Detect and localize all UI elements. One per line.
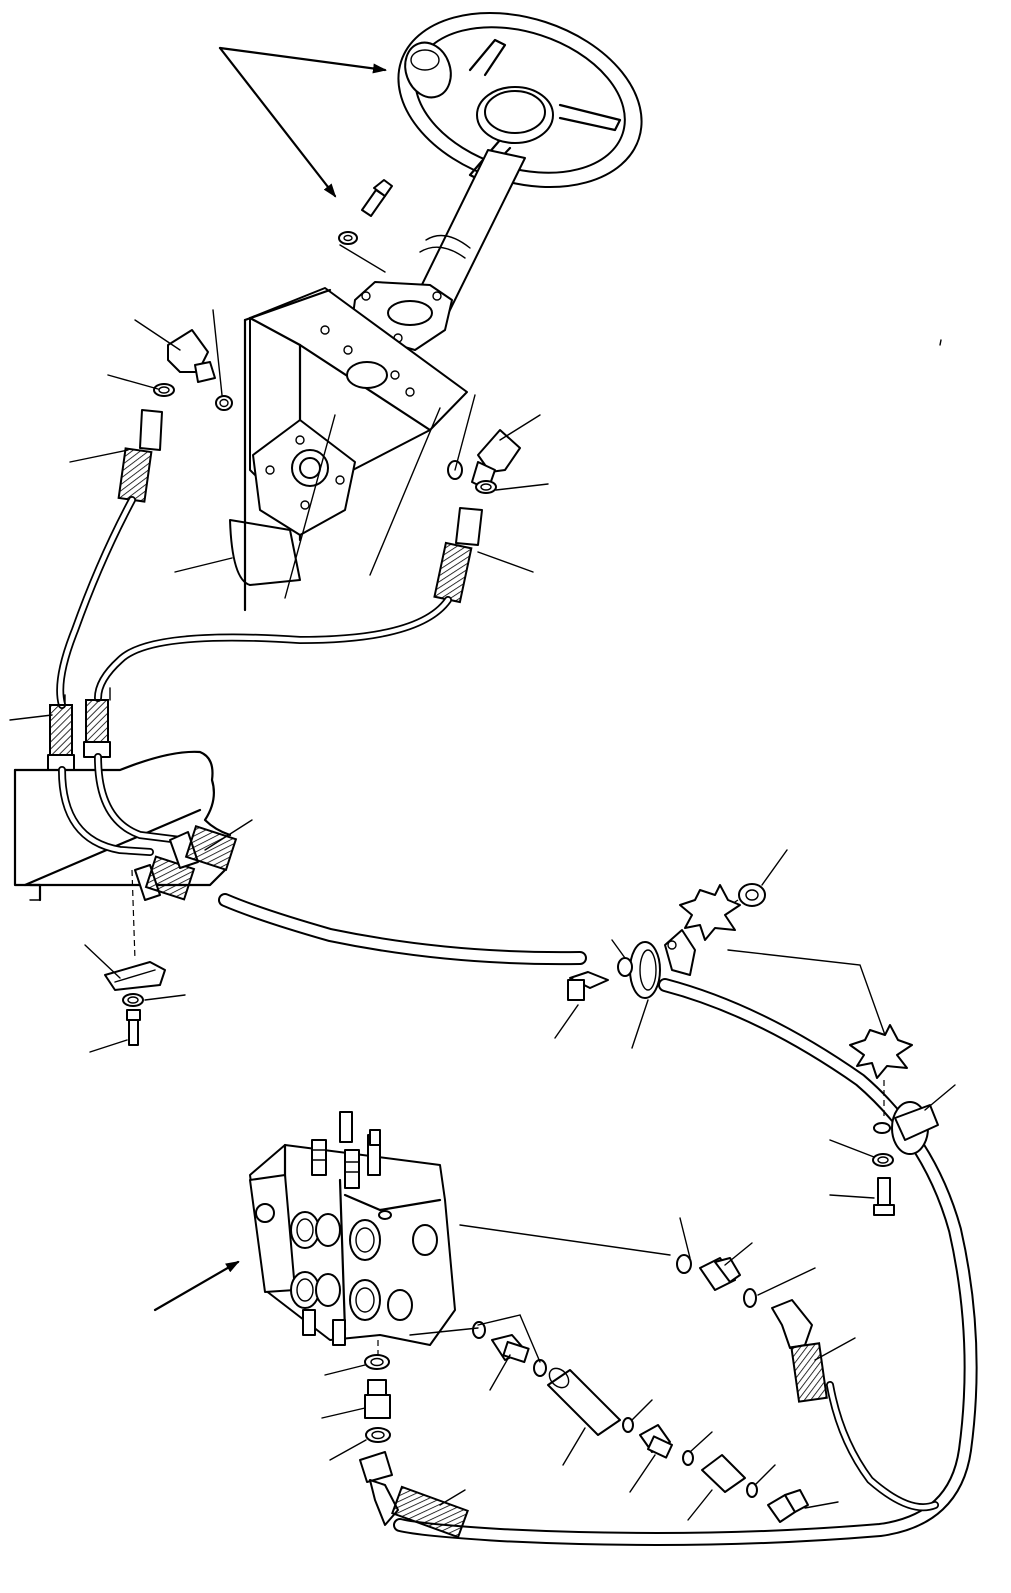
- steering-column-icon: [351, 149, 526, 351]
- hydraulic-hose-icon: [218, 893, 978, 1546]
- hydraulic-hose-icon: [58, 753, 238, 901]
- washer-icon: [617, 957, 633, 977]
- fitting-icon: [167, 329, 233, 411]
- fitting-icon: [364, 1354, 391, 1443]
- hydraulic-hose-icon: [359, 1451, 469, 1539]
- fitting-icon: [472, 1321, 809, 1523]
- pointer-arrow: [218, 46, 387, 74]
- washer-icon: [872, 1153, 894, 1167]
- clamp-icon: [104, 961, 166, 1007]
- fitting-icon: [738, 883, 766, 907]
- fitting-icon: [676, 1254, 828, 1403]
- hydraulic-hose-icon: [56, 496, 452, 709]
- hydraulic-hose-icon: [117, 409, 163, 503]
- bolt-icon: [567, 971, 609, 1001]
- steering-unit-icon: [229, 287, 468, 612]
- pointer-arrow: [218, 46, 337, 198]
- clamp-icon: [873, 1101, 939, 1155]
- fitting-icon: [447, 429, 521, 494]
- bolt-icon: [126, 1009, 141, 1046]
- bolt-icon: [338, 179, 393, 245]
- washer-icon: [153, 383, 175, 397]
- chassis-frame-icon: [13, 750, 232, 902]
- control-valve-icon: [249, 1111, 456, 1346]
- clamp-icon: [629, 929, 696, 999]
- pointer-arrow: [153, 1260, 240, 1312]
- hydraulic-hose-icon: [433, 507, 483, 604]
- steering-wheel-icon: [397, 11, 643, 189]
- chassis-patch-icon: [679, 884, 913, 1079]
- bolt-icon: [873, 1177, 895, 1216]
